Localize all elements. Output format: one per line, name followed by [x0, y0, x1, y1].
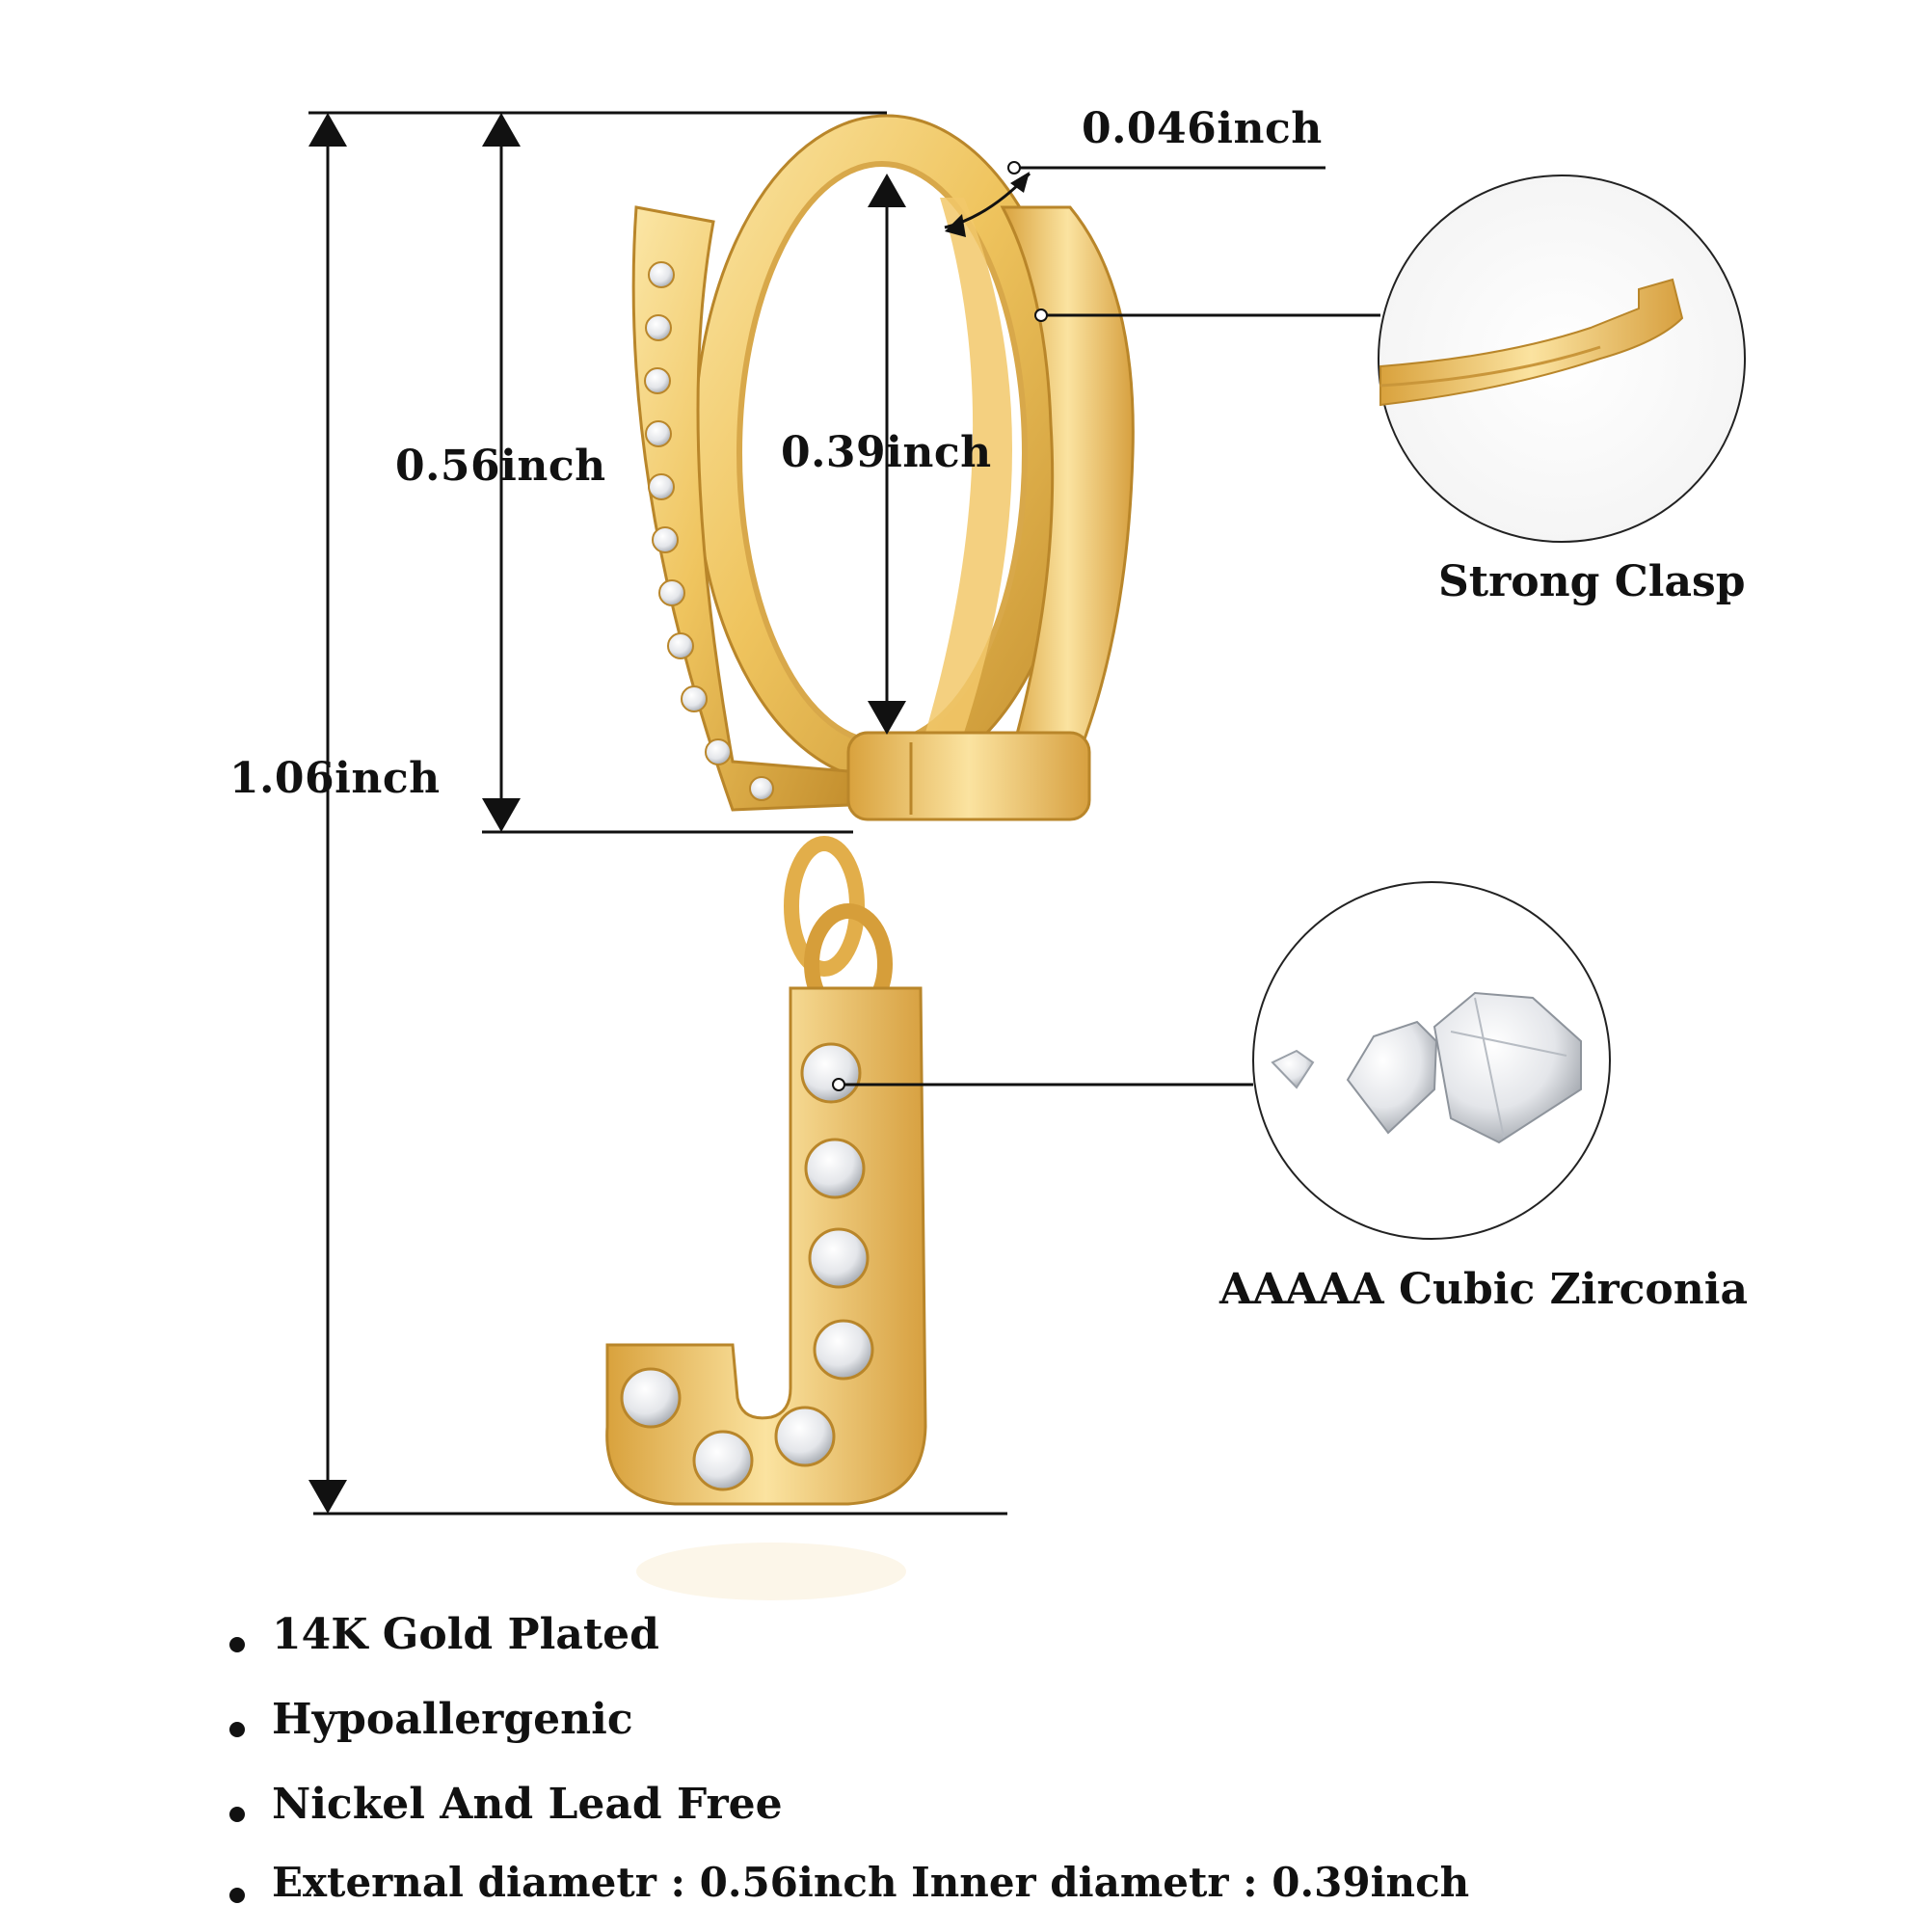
feature-nickel-lead-free: Nickel And Lead Free — [272, 1780, 783, 1829]
feature-gold-plated: 14K Gold Plated — [272, 1610, 659, 1659]
feature-diameters: External diametr : 0.56inch Inner diamet… — [272, 1859, 1470, 1906]
j-pendant — [605, 986, 927, 1506]
stone-callout — [1252, 881, 1611, 1240]
feature-hypoallergenic: Hypoallergenic — [272, 1695, 633, 1744]
clasp-caption: Strong Clasp — [1438, 557, 1746, 606]
thickness-label: 0.046inch — [1082, 104, 1323, 153]
feature-bullet — [229, 1637, 245, 1652]
feature-bullet — [229, 1722, 245, 1737]
hoop-stones — [644, 261, 774, 801]
outer-diameter-label: 0.56inch — [395, 442, 606, 491]
leader-dots — [832, 161, 1048, 1091]
dimension-arrows — [308, 113, 1030, 1514]
clasp-callout — [1378, 174, 1746, 543]
inner-diameter-label: 0.39inch — [781, 428, 992, 477]
stone-caption: AAAAA Cubic Zirconia — [1219, 1265, 1748, 1314]
feature-bullet — [229, 1807, 245, 1822]
hoop — [631, 114, 1135, 821]
reflection — [636, 1543, 906, 1600]
dimension-lines — [308, 111, 1380, 1516]
feature-bullet — [229, 1888, 245, 1903]
total-length-label: 1.06inch — [229, 754, 441, 803]
